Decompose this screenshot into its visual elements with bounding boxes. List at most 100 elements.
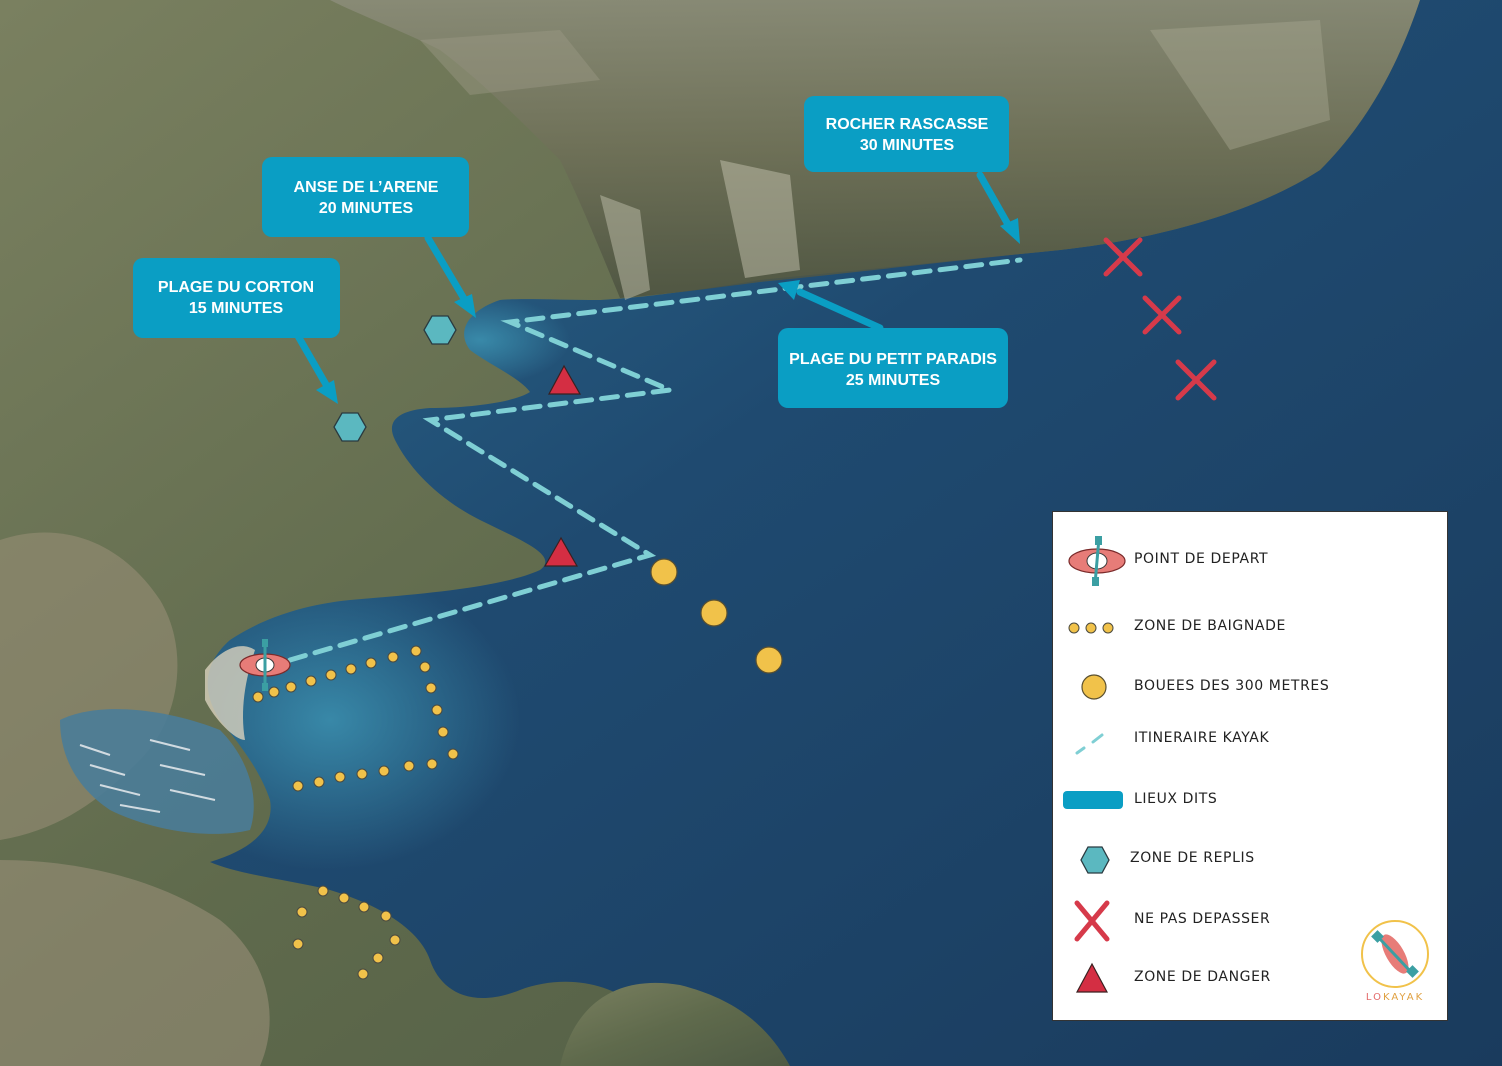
swim-dot <box>358 901 370 913</box>
legend-item-start: POINT DE DEPART <box>1053 536 1447 586</box>
callout-time: 15 MINUTES <box>189 300 284 317</box>
callout-title: PLAGE DU CORTON <box>158 279 314 296</box>
swim-dot <box>410 645 422 657</box>
callout-plage-du-corton: PLAGE DU CORTON 15 MINUTES <box>133 258 340 338</box>
refuge-zones <box>333 315 457 442</box>
callout-arrows <box>294 171 1020 404</box>
legend-label: BOUEES DES 300 METRES <box>1134 678 1330 694</box>
callout-title: PLAGE DU PETIT PARADIS <box>789 351 997 368</box>
swim-dot <box>292 938 304 950</box>
land-coast <box>0 0 1420 1066</box>
cliff-rock-3 <box>1150 20 1330 150</box>
swim-dot <box>268 686 280 698</box>
town-south <box>0 860 270 1066</box>
swim-dot <box>389 934 401 946</box>
swim-dot <box>380 910 392 922</box>
swim-dot <box>431 704 443 716</box>
swim-dot <box>365 657 377 669</box>
cross-icon <box>1142 295 1182 335</box>
route-segment-start <box>287 257 1023 663</box>
swim-dot <box>357 968 369 980</box>
legend-label: ZONE DE BAIGNADE <box>1134 618 1286 634</box>
legend-item-route: ITINERAIRE KAYAK <box>1053 715 1447 765</box>
swim-dot <box>305 675 317 687</box>
cross-icon <box>1074 900 1110 942</box>
swim-dot <box>338 892 350 904</box>
legend-label: LIEUX DITS <box>1134 791 1218 807</box>
swim-dot <box>285 681 297 693</box>
hexagon-icon <box>333 412 367 442</box>
legend-label: POINT DE DEPART <box>1134 551 1269 567</box>
legend-item-no-pass: NE PAS DEPASSER <box>1053 896 1447 946</box>
swim-dot <box>356 768 368 780</box>
logo-kayak: KAYAK <box>1382 992 1425 1003</box>
legend-item-buoys: BOUEES DES 300 METRES <box>1053 663 1447 713</box>
cliff-rock-2 <box>720 160 800 278</box>
swim-dot <box>317 885 329 897</box>
legend-label: NE PAS DEPASSER <box>1134 911 1271 927</box>
swim-dot <box>426 758 438 770</box>
danger-triangle <box>547 364 582 395</box>
dotted-line-icon <box>1068 622 1114 634</box>
swim-dot <box>296 906 308 918</box>
swim-dot <box>403 760 415 772</box>
swim-dot <box>378 765 390 777</box>
callout-anse-de-larene: ANSE DE L’ARENE 20 MINUTES <box>262 157 469 237</box>
legend-label: ZONE DE DANGER <box>1134 969 1271 985</box>
callout-title: ANSE DE L’ARENE <box>294 179 439 196</box>
swim-dot <box>345 663 357 675</box>
cross-icon <box>1175 359 1217 401</box>
cliff-rock-4 <box>420 30 600 95</box>
swim-dot <box>447 748 459 760</box>
map-legend: POINT DE DEPART ZONE DE BAIGNADE BOUEES … <box>1052 511 1448 1021</box>
buoy-icon <box>1081 674 1107 700</box>
swim-dot <box>425 682 437 694</box>
harbour <box>60 709 254 834</box>
hexagon-icon <box>423 315 457 345</box>
callout-time: 20 MINUTES <box>319 200 414 217</box>
legend-item-refuge: ZONE DE REPLIS <box>1053 835 1447 885</box>
legend-item-places: LIEUX DITS <box>1053 776 1447 826</box>
swim-dot <box>372 952 384 964</box>
buoy-marker <box>650 558 678 586</box>
swimming-zones <box>252 645 459 980</box>
land-south <box>560 982 790 1066</box>
danger-triangle <box>543 536 579 567</box>
harbour-boats <box>79 739 216 813</box>
callout-time: 25 MINUTES <box>846 372 941 389</box>
swim-dot <box>334 771 346 783</box>
callout-bar-icon <box>1063 791 1123 809</box>
dashed-line-icon <box>1075 733 1104 755</box>
swim-dot <box>313 776 325 788</box>
kayak-icon <box>1068 536 1126 586</box>
legend-label: ZONE DE REPLIS <box>1130 850 1255 866</box>
swim-dot <box>292 780 304 792</box>
start-kayak-icon <box>239 639 291 691</box>
legend-item-swim-zone: ZONE DE BAIGNADE <box>1053 603 1447 653</box>
logo-lo: LO <box>1365 992 1383 1003</box>
no-pass-markers <box>1103 237 1217 401</box>
swim-dot <box>437 726 449 738</box>
buoys <box>650 558 783 674</box>
buoy-marker <box>700 599 728 627</box>
callout-time: 30 MINUTES <box>860 137 955 154</box>
legend-label: ITINERAIRE KAYAK <box>1134 730 1270 746</box>
triangle-icon <box>1075 962 1109 993</box>
logo-wordmark: LOKAYAK <box>1359 992 1431 1003</box>
callout-title: ROCHER RASCASSE <box>826 116 989 133</box>
swim-dot <box>252 691 264 703</box>
swim-dot <box>387 651 399 663</box>
callout-rocher-rascasse: ROCHER RASCASSE 30 MINUTES <box>804 96 1009 172</box>
cross-icon <box>1103 237 1143 277</box>
buoy-marker <box>755 646 783 674</box>
legend-item-danger: ZONE DE DANGER <box>1053 954 1447 1004</box>
kayak-route <box>287 257 1023 663</box>
swim-dot <box>325 669 337 681</box>
lokayak-logo: LOKAYAK <box>1359 916 1431 1012</box>
danger-zones <box>543 364 582 567</box>
cliff-rock-1 <box>600 195 650 300</box>
callout-plage-du-petit-paradis: PLAGE DU PETIT PARADIS 25 MINUTES <box>778 328 1008 408</box>
logo-mark <box>1361 920 1429 988</box>
hexagon-icon <box>1080 846 1110 874</box>
swim-dot <box>419 661 431 673</box>
